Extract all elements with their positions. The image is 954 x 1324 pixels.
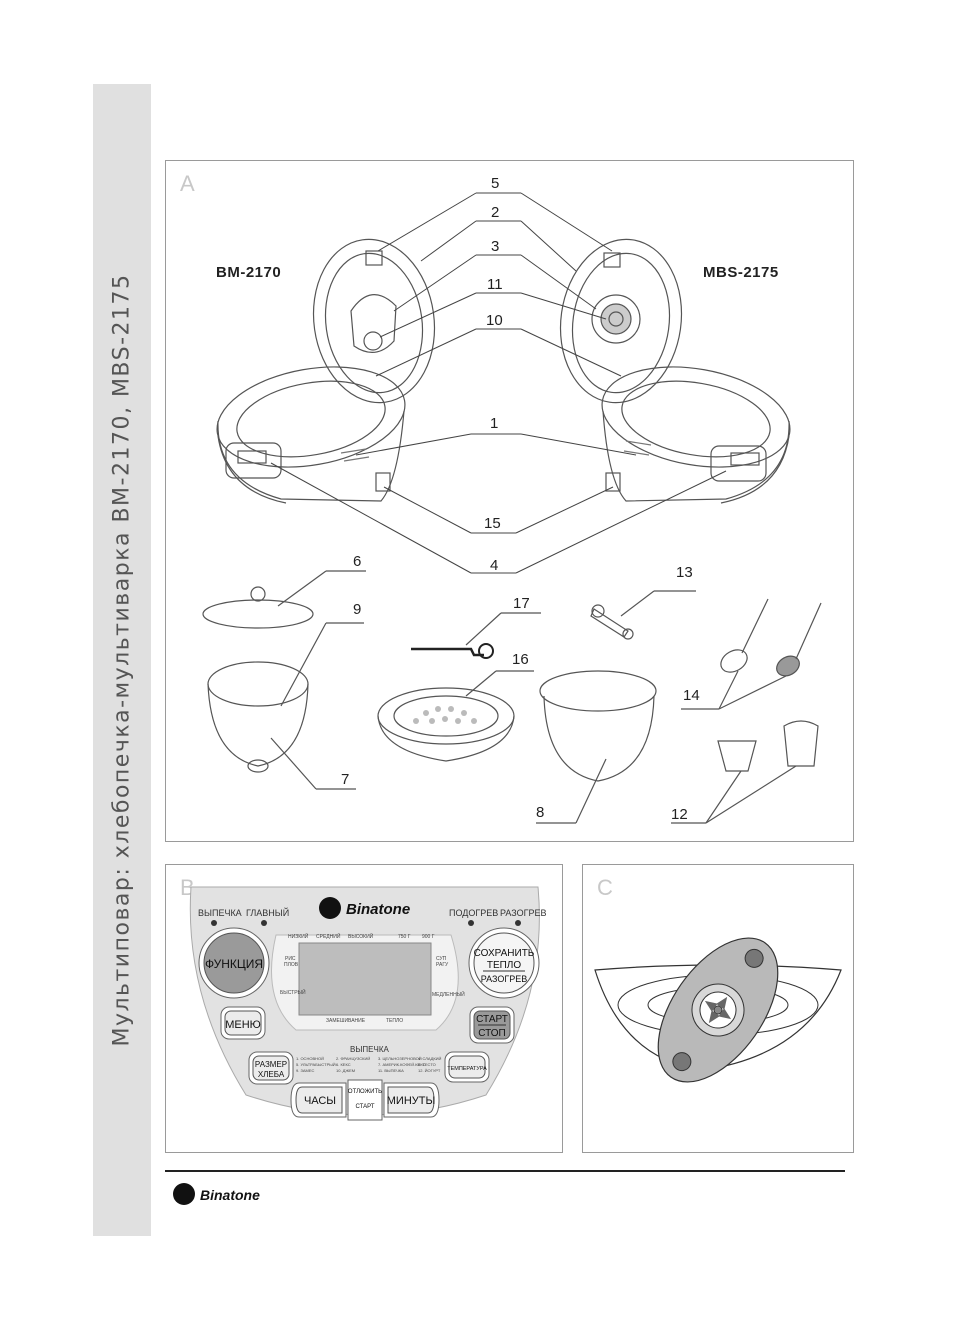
indicator-reheat: РАЗОГРЕВ [500,908,547,918]
brand-logo-icon [319,897,341,919]
side-title-text: Мультиповар: хлебопечка-мультиварка BM-2… [109,273,135,1047]
indicator-main: ГЛАВНЫЙ [246,907,289,918]
footer-logo-icon [173,1183,195,1205]
program-0-0: 1. ОСНОВНОЙ [296,1056,324,1061]
indicator-heating: ПОДОГРЕВ [449,908,498,918]
callout-12: 12 [671,806,688,823]
disp-top-1: СРЕДНИЙ [316,932,341,940]
panel-c: C [582,864,854,1153]
disp-top-0: НИЗКИЙ [288,932,309,940]
program-2-0: 9. ЗАМЕС [296,1068,315,1073]
function-button-label: ФУНКЦИЯ [205,957,263,971]
bread-size-button[interactable]: РАЗМЕР ХЛЕБА [248,1051,294,1085]
model-label-right: MBS-2175 [703,264,779,281]
disp-right-0: СУП [436,956,447,962]
led-main [261,920,267,926]
callout-14: 14 [683,687,700,704]
save-warm-button[interactable]: СОХРАНИТЬ ТЕПЛО РАЗОГРЕВ [468,927,540,999]
callout-15: 15 [484,515,501,532]
disp-top-2: ВЫСОКИЙ [348,932,374,940]
callout-4: 4 [490,557,499,574]
disp-left-0: РИС [285,956,296,962]
disp-left-1: ПЛОВ [284,962,299,968]
program-2-1: 10. ДЖЕМ [336,1068,355,1073]
callout-11: 11 [487,276,503,293]
start-stop-button[interactable]: СТАРТ СТОП [469,1006,515,1044]
disp-bottom-0: ЗАМЕШИВАНИЕ [326,1018,366,1024]
model-label-left: BM-2170 [216,264,282,281]
appliance-illustration [202,192,822,824]
callout-10: 10 [486,312,503,329]
indicator-bake: ВЫПЕЧКА [198,908,242,918]
callout-1: 1 [490,415,499,432]
panel-a-letter: A [180,171,195,196]
start-label: СТАРТ [476,1014,508,1025]
function-button[interactable]: ФУНКЦИЯ [198,927,270,999]
footer-brand: Binatone [170,1180,280,1214]
temperature-label: ТЕМПЕРАТУРА [447,1066,487,1072]
led-bake [211,920,217,926]
valve-illustration [594,937,842,1083]
minutes-label: МИНУТЫ [387,1095,435,1107]
hours-label: ЧАСЫ [304,1095,336,1107]
footer-brand-name: Binatone [200,1187,260,1203]
panel-c-letter: C [597,875,613,900]
program-0-2: 3. ЦЕЛЬНОЗЕРНОВОЙ [378,1056,422,1061]
disp-right-2: МЕДЛЕННЫЙ [432,990,465,998]
footer-line [165,1170,845,1172]
disp-top-4: 900 Г [422,934,435,940]
save-warm-label-3: РАЗОГРЕВ [481,974,528,984]
disp-top-3: 750 Г [398,934,411,940]
program-1-1: 6. КЕКС [336,1062,351,1067]
program-0-1: 2. ФРАНЦУЗСКИЙ [336,1056,370,1061]
right-cooker [559,238,791,504]
hours-button[interactable]: ЧАСЫ [290,1082,347,1118]
program-0-3: 4. СЛАДКИЙ [418,1056,442,1061]
delay-start-button[interactable]: ОТЛОЖИТЬ СТАРТ [347,1079,383,1121]
save-warm-label-2: ТЕПЛО [487,960,522,971]
save-warm-label-1: СОХРАНИТЬ [474,948,535,959]
menu-button-label: МЕНЮ [225,1019,261,1031]
program-1-0: 5. УЛЬТРАБЫСТРЫЙ [296,1062,336,1067]
side-strip [93,84,151,1236]
menu-button[interactable]: МЕНЮ [220,1006,266,1040]
disp-left-2: БЫСТРЫЙ [280,988,306,996]
led-reheat [515,920,521,926]
callout-13: 13 [676,564,693,581]
delay-label-1: ОТЛОЖИТЬ [348,1089,382,1095]
panel-b: B ВЫПЕЧКА ГЛАВНЫЙ ПОДОГРЕВ РАЗОГРЕВ Bina… [165,864,563,1153]
brand-name: Binatone [346,901,410,918]
callout-9: 9 [353,601,362,618]
bake-label: ВЫПЕЧКА [350,1045,389,1054]
bread-size-label-1: РАЗМЕР [255,1060,287,1069]
accessories [202,570,822,824]
delay-label-2: СТАРТ [356,1104,375,1110]
panel-a: A BM-2170 MBS-2175 [165,160,854,842]
left-cooker [216,238,436,504]
callout-lines [270,192,727,574]
temperature-button[interactable]: ТЕМПЕРАТУРА [444,1051,490,1083]
callout-6: 6 [353,553,362,570]
program-1-2: 7. АМЕРИК.КОФЕЙ.КЕКС [378,1062,425,1067]
callout-8: 8 [536,804,545,821]
disp-right-1: РАГУ [436,962,449,968]
disp-bottom-1: ТЕПЛО [386,1018,403,1024]
stop-label: СТОП [478,1028,506,1039]
callout-2: 2 [491,204,500,221]
bread-size-label-2: ХЛЕБА [258,1070,285,1079]
callout-5: 5 [491,175,500,192]
program-1-3: 8. ТЕСТО [418,1062,436,1067]
minutes-button[interactable]: МИНУТЫ [383,1082,440,1118]
led-heating [468,920,474,926]
control-panel-illustration: ВЫПЕЧКА ГЛАВНЫЙ ПОДОГРЕВ РАЗОГРЕВ Binato… [189,886,547,1121]
callout-17: 17 [513,595,530,612]
callout-7: 7 [341,771,350,788]
callout-3: 3 [491,238,500,255]
program-2-2: 11. ВЫПЕЧКА [378,1068,404,1073]
program-2-3: 12. ЙОГУРТ [418,1068,441,1073]
callout-16: 16 [512,651,529,668]
